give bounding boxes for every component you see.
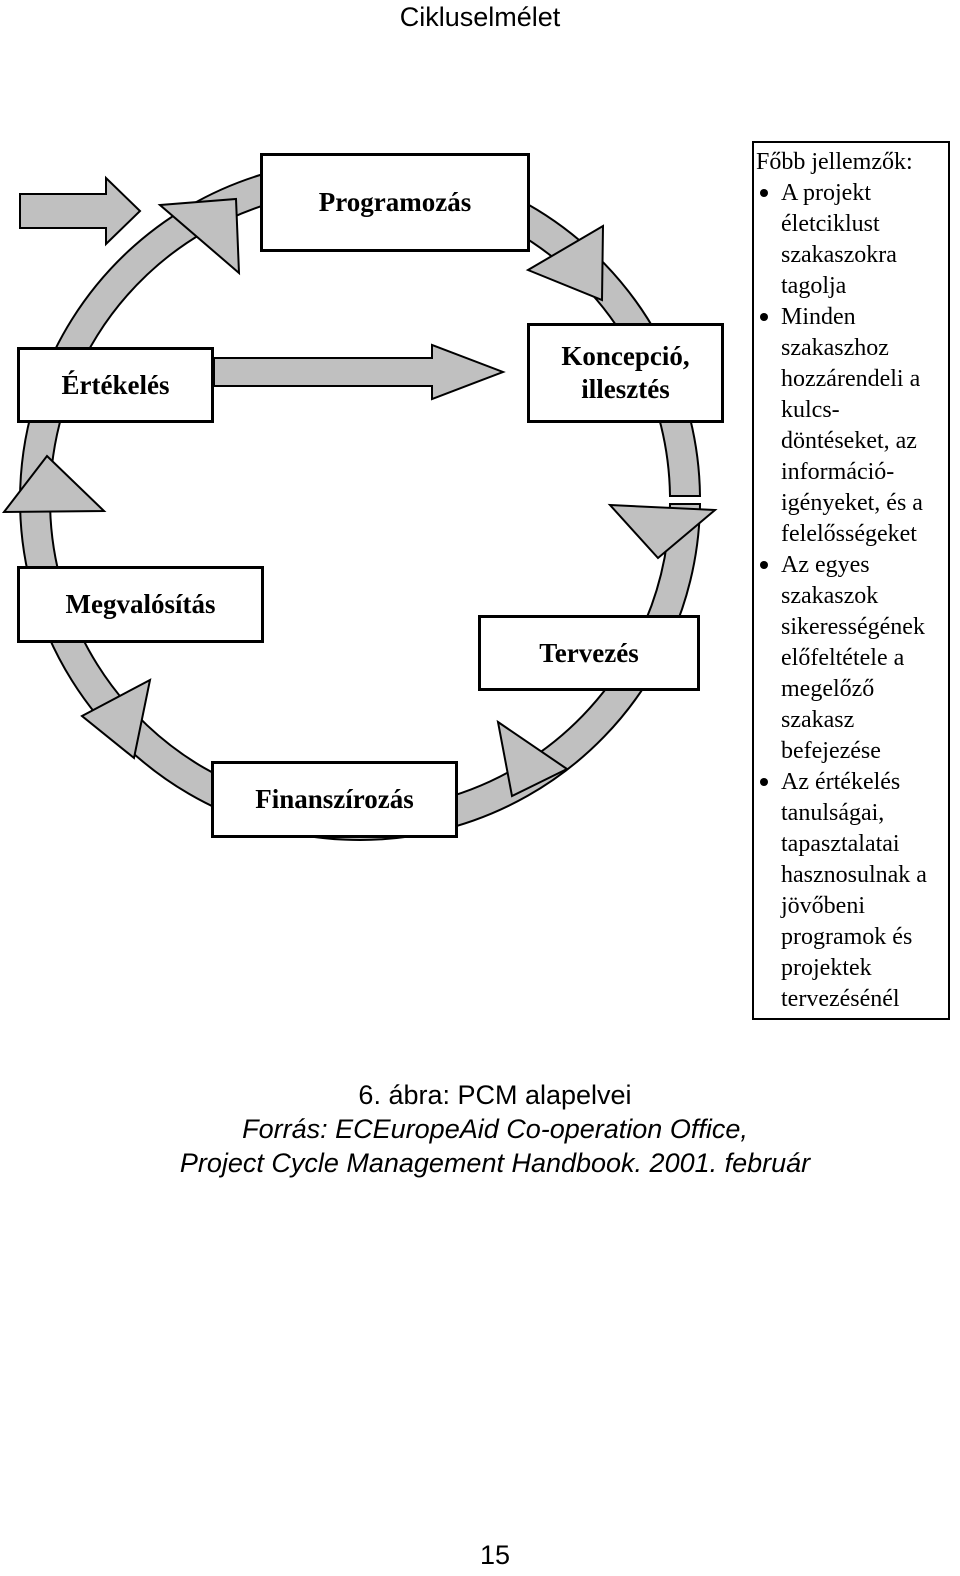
stage-programozas-label: Programozás <box>318 187 472 217</box>
cycle-diagram <box>1 159 718 841</box>
arrowhead-tervezes <box>607 503 718 560</box>
stage-finanszirozas: Finanszírozás <box>211 761 458 838</box>
arrowhead-megvalositas <box>80 678 152 760</box>
feature-item: Minden szakaszhoz hozzárendeli a kulcs-d… <box>756 302 944 550</box>
arrowhead-finanszirozas <box>496 719 569 798</box>
cycle-band <box>19 159 702 841</box>
bullet-icon <box>760 778 768 786</box>
page-header: Cikluselmélet <box>399 2 561 32</box>
arrowhead-koncepcio <box>525 224 605 302</box>
page-number: 15 <box>479 1540 511 1570</box>
stage-tervezes: Tervezés <box>478 615 700 691</box>
stage-tervezes-label: Tervezés <box>539 637 639 668</box>
bullet-icon <box>760 561 768 569</box>
feature-item: A projekt életciklust szakaszokra tagolj… <box>756 178 944 302</box>
arrow-ertekeles-koncepcio <box>213 343 506 401</box>
arrowhead-programozas <box>157 197 241 276</box>
figure-caption: 6. ábra: PCM alapelvei <box>358 1080 632 1110</box>
bullet-icon <box>760 313 768 321</box>
stage-programozas: Programozás <box>260 153 530 252</box>
stage-koncepcio: Koncepció, illesztés <box>527 323 724 423</box>
arrowhead-ertekeles <box>1 454 107 514</box>
stage-megvalositas-label: Megvalósítás <box>65 589 216 619</box>
feature-item-text: Az egyes szakaszok sikerességének előfel… <box>781 552 925 764</box>
stage-koncepcio-label: Koncepció, illesztés <box>561 341 690 404</box>
bullet-icon <box>760 189 768 197</box>
figure-source-line1: Forrás: ECEuropeAid Co-operation Office, <box>242 1114 748 1144</box>
feature-item-text: Az értékelés tanulságai, tapasztalatai h… <box>781 769 927 1012</box>
feature-item: Az értékelés tanulságai, tapasztalatai h… <box>756 767 944 1015</box>
figure-source-line2: Project Cycle Management Handbook. 2001.… <box>179 1148 811 1178</box>
stage-megvalositas: Megvalósítás <box>17 566 264 643</box>
feature-item-text: A projekt életciklust szakaszokra tagolj… <box>781 180 897 299</box>
stage-ertekeles: Értékelés <box>17 347 214 423</box>
features-title: Főbb jellemzők: <box>756 149 913 175</box>
feature-item-text: Minden szakaszhoz hozzárendeli a kulcs-d… <box>781 304 923 547</box>
stage-finanszirozas-label: Finanszírozás <box>255 784 414 814</box>
stage-ertekeles-label: Értékelés <box>61 369 170 400</box>
feature-item: Az egyes szakaszok sikerességének előfel… <box>756 550 944 767</box>
features-list: A projekt életciklust szakaszokra tagolj… <box>756 178 944 1015</box>
features-box: Főbb jellemzők: A projekt életciklust sz… <box>752 141 950 1020</box>
arrow-ertekeles-programozas <box>19 175 142 247</box>
